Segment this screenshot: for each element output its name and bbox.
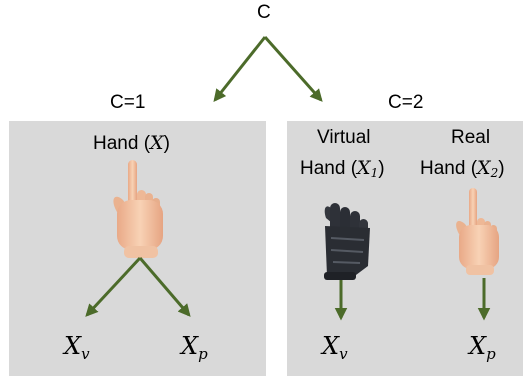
arrow-to-xv-c1	[85, 256, 142, 317]
arrow-root-to-c2	[263, 36, 323, 102]
condition-2-label: C=2	[388, 92, 424, 113]
arrow-to-xp-c1	[138, 257, 191, 317]
virtual-hand-title: Virtual	[317, 127, 371, 148]
output-xp-c1: Xp	[181, 332, 208, 363]
arrow-root-to-c1	[213, 36, 267, 102]
output-xv-c1: Xv	[64, 332, 90, 363]
virtual-hand-label: Hand (X1)	[300, 157, 385, 180]
real-hand-title: Real	[451, 127, 491, 148]
hand-label: Hand (X)	[93, 132, 170, 154]
c2-output-arrows	[334, 278, 491, 321]
virtual-glove-icon	[324, 203, 370, 280]
real-hand-label: Hand (X2)	[420, 157, 505, 180]
c1-output-arrows	[85, 256, 191, 317]
root-node-label: C	[257, 2, 271, 23]
root-arrows	[213, 36, 323, 102]
real-hand-icon	[456, 188, 499, 275]
output-xv-c2: Xv	[322, 332, 348, 363]
pointing-hand-icon	[113, 160, 163, 258]
condition-1-label: C=1	[110, 92, 146, 113]
output-xp-c2: Xp	[469, 332, 496, 363]
